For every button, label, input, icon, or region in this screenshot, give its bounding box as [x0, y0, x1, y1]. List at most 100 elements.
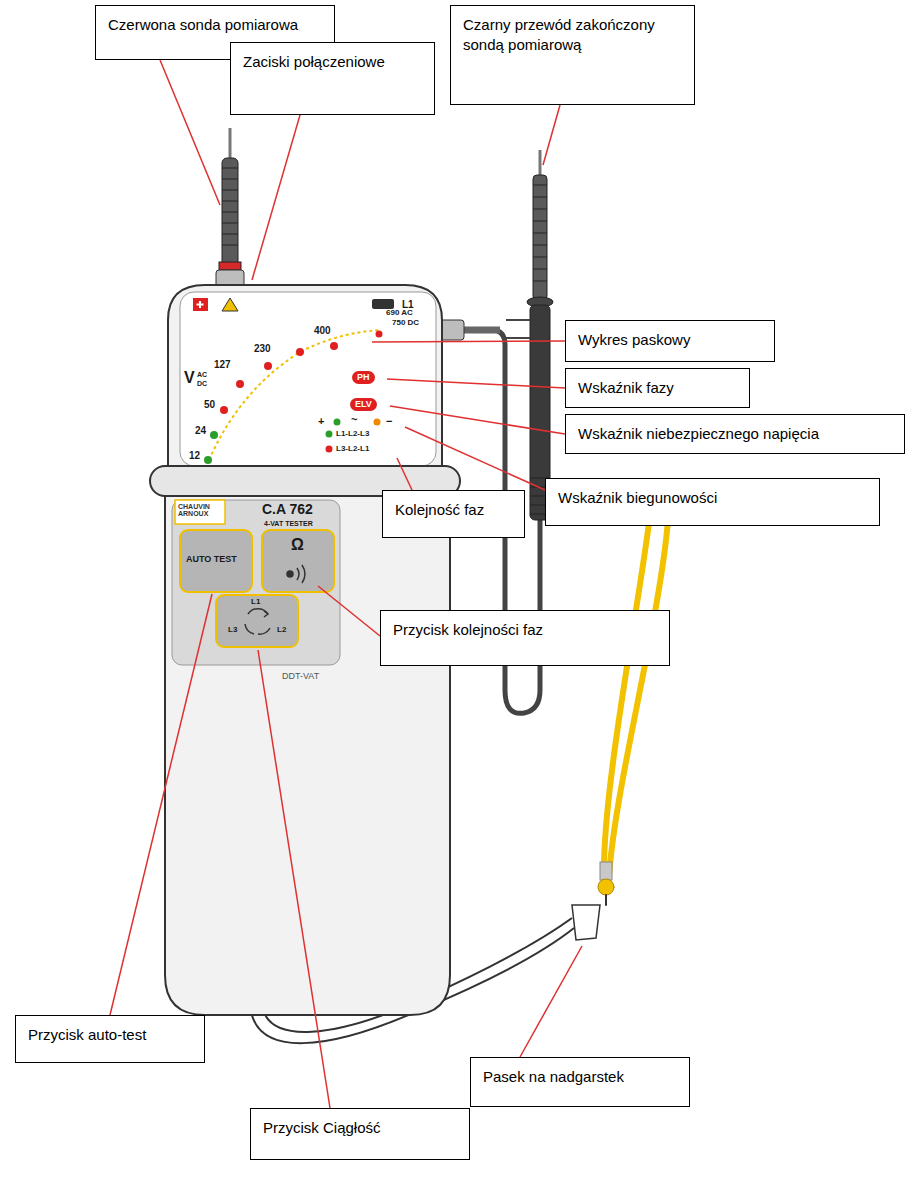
callout-text: Wskaźnik niebezpiecznego napięcia	[578, 424, 892, 444]
callout-text: Przycisk auto-test	[28, 1025, 192, 1045]
lanyard-cord	[604, 515, 650, 878]
black-probe	[506, 150, 553, 520]
device-marking: ELV	[350, 398, 377, 411]
probe-rib	[533, 245, 547, 246]
top-cap	[168, 285, 442, 470]
leader-line	[160, 60, 220, 205]
device-marking: 750 DC	[392, 319, 419, 327]
device-marking: PH	[352, 371, 375, 384]
leader-line	[390, 406, 565, 434]
lanyard-cord	[609, 520, 668, 878]
sound-icon	[287, 565, 305, 583]
device-marking: 4-VAT TESTER	[264, 520, 313, 527]
probe-rib	[222, 201, 238, 202]
device-marking: CHAUVIN ARNOUX	[178, 503, 222, 518]
probe-body	[222, 158, 238, 270]
leader-line	[397, 458, 412, 490]
device-marking: V	[184, 370, 195, 386]
lanyard-sleeve	[600, 862, 612, 880]
callout-text: Czarny przewód zakończony sondą pomiarow…	[463, 15, 682, 54]
lower-body	[165, 496, 450, 1015]
polarity-dot	[374, 419, 381, 426]
device-marking: DC	[197, 380, 207, 387]
callout-text: Wskaźnik fazy	[578, 378, 737, 398]
rotation-dot	[326, 446, 333, 453]
device-marking: 127	[214, 360, 231, 370]
hazard-cross	[197, 301, 204, 308]
device-marking: AC	[197, 371, 207, 378]
leader-line	[543, 105, 560, 165]
probe-rib	[222, 234, 238, 235]
leader-line	[372, 341, 565, 342]
leader-line	[387, 379, 565, 388]
probe-rib	[533, 197, 547, 198]
rotation-arrows	[245, 609, 270, 634]
callout-box: Wykres paskowy	[565, 320, 775, 362]
device-marking: 690 AC	[386, 309, 413, 317]
device-marking: 12	[189, 451, 200, 461]
callout-box: Przycisk Ciągłość	[250, 1108, 470, 1160]
callout-box: Przycisk auto-test	[15, 1015, 205, 1063]
callout-box: Wskaźnik fazy	[565, 368, 750, 408]
probe-rib	[533, 257, 547, 258]
lanyard-bead	[598, 879, 614, 895]
callout-text: Pasek na nadgarstek	[483, 1067, 677, 1087]
device-marking: C.A 762	[262, 502, 313, 516]
red-probe	[216, 128, 244, 288]
polarity-dot	[334, 419, 341, 426]
leader-line	[405, 427, 545, 490]
probe-body	[533, 175, 547, 300]
callout-text: Kolejność faz	[395, 500, 512, 520]
probe-ring	[219, 262, 241, 270]
device-marking: L2	[277, 626, 286, 634]
lead-boot	[462, 327, 500, 334]
device-marking: L1-L2-L3	[336, 430, 369, 438]
leader-lines	[110, 60, 582, 1108]
probe-rib	[222, 245, 238, 246]
probe-rib	[533, 281, 547, 282]
callout-box: Czarny przewód zakończony sondą pomiarow…	[450, 5, 695, 105]
callout-box: Wskaźnik niebezpiecznego napięcia	[565, 414, 905, 454]
device-marking: AUTO TEST	[186, 555, 237, 564]
wrist-lanyard	[572, 515, 668, 940]
callout-text: Wskaźnik biegunowości	[558, 488, 867, 508]
probe-tip	[229, 128, 232, 160]
bargraph-dots	[204, 331, 383, 465]
probe-rib	[222, 212, 238, 213]
leader-line	[252, 115, 300, 280]
callout-text: Przycisk kolejności faz	[393, 620, 657, 640]
lanyard-clip	[572, 905, 600, 940]
callout-text: Przycisk Ciągłość	[263, 1118, 457, 1138]
leader-line	[110, 594, 212, 1015]
probe-rib	[222, 190, 238, 191]
bargraph-arc	[209, 330, 381, 460]
warning-triangle	[222, 298, 238, 311]
probe-rib	[222, 179, 238, 180]
device-marking: 230	[254, 344, 271, 354]
keypad-panel	[172, 500, 340, 665]
callout-box: Przycisk kolejności faz	[380, 610, 670, 666]
device-marking: L1	[251, 598, 260, 606]
probe-rib	[222, 168, 238, 169]
probe-rib	[533, 185, 547, 186]
callout-box: Zaciski połączeniowe	[230, 42, 435, 115]
callout-box: Wskaźnik biegunowości	[545, 478, 880, 526]
callout-text: Czerwona sonda pomiarowa	[108, 15, 322, 35]
device-marking: −	[386, 416, 392, 427]
auto-test-button	[180, 530, 252, 592]
probe-rib	[533, 209, 547, 210]
callout-box: Pasek na nadgarstek	[470, 1057, 690, 1107]
rotation-dot	[326, 431, 333, 438]
continuity-button	[262, 530, 334, 592]
device-marking: 400	[314, 326, 331, 336]
leader-line	[258, 650, 330, 1108]
phase-button	[216, 595, 298, 647]
probe-tip	[539, 150, 542, 176]
device-marking: L3	[228, 626, 237, 634]
device-marking: 24	[195, 426, 206, 436]
device-marking: +	[318, 416, 324, 427]
callout-box: Kolejność faz	[382, 490, 525, 538]
logo-plate	[175, 500, 225, 524]
lead-plug	[440, 320, 464, 340]
